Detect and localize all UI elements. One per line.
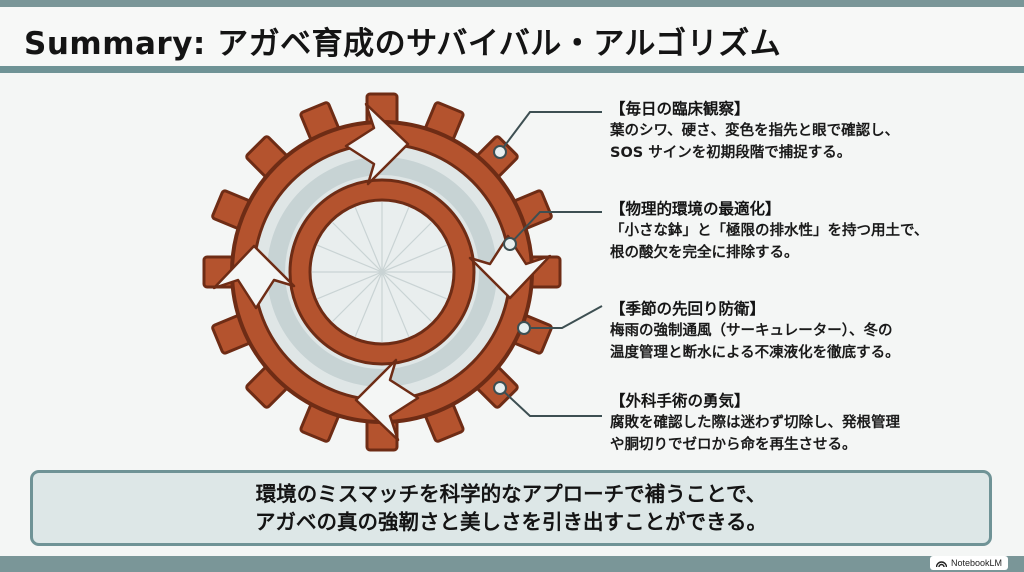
item-heading: 【外科手術の勇気】 — [610, 392, 750, 410]
notebooklm-badge: NotebookLM — [930, 556, 1009, 570]
arrow-head-left — [212, 244, 296, 310]
hub-spoke — [317, 244, 447, 300]
item-text-line: 腐敗を確認した際は迷わず切除し、発根管理 — [610, 415, 900, 431]
arrow-head-bottom — [354, 358, 420, 442]
connector-4 — [499, 387, 602, 417]
cycle-arc-4 — [267, 157, 383, 273]
item-heading: 【季節の先回り防衛】 — [610, 300, 766, 318]
item-text-line: 葉のシワ、硬さ、変色を指先と眼で確認し、 — [610, 123, 900, 139]
notebook-icon — [936, 560, 947, 567]
arrow-head-right — [468, 234, 552, 300]
connector-dot-1 — [493, 145, 507, 159]
connector-3 — [524, 305, 603, 329]
connector-1 — [499, 111, 602, 153]
connector-2 — [509, 211, 602, 245]
top-band — [0, 0, 1024, 7]
cycle-arc-2 — [381, 271, 497, 387]
item-text-line: 根の酸欠を完全に排除する。 — [610, 245, 799, 261]
item-daily-observation: 【毎日の臨床観察】 葉のシワ、硬さ、変色を指先と眼で確認し、 SOS サインを初… — [610, 98, 1010, 164]
title-rule — [0, 66, 1024, 73]
arrow-heads — [212, 102, 552, 442]
item-seasonal-defense: 【季節の先回り防衛】 梅雨の強制通風（サーキュレーター）、冬の 温度管理と断水に… — [610, 298, 1010, 364]
cycle-gear-illustration — [196, 86, 568, 458]
item-text-line: 温度管理と断水による不凍液化を徹底する。 — [610, 345, 900, 361]
connector-dot-3 — [517, 321, 531, 335]
item-text-line: SOS サインを初期段階で捕捉する。 — [610, 145, 852, 161]
item-text-line: 「小さな鉢」と「極限の排水性」を持つ用土で、 — [610, 223, 929, 239]
conclusion-panel: 環境のミスマッチを科学的なアプローチで補うことで、 アガベの真の強靭さと美しさを… — [30, 470, 992, 546]
item-text-line: 梅雨の強制通風（サーキュレーター）、冬の — [610, 323, 893, 339]
title-bar: Summary: アガベ育成のサバイバル・アルゴリズム — [0, 7, 1024, 67]
conclusion-line-1: 環境のミスマッチを科学的なアプローチで補うことで、 — [255, 482, 767, 506]
item-heading: 【毎日の臨床観察】 — [610, 100, 750, 118]
arrow-head-top — [344, 102, 410, 186]
item-heading: 【物理的環境の最適化】 — [610, 200, 781, 218]
connector-lines — [493, 111, 603, 417]
connector-dot-2 — [503, 237, 517, 251]
page-title: Summary: アガベ育成のサバイバル・アルゴリズム — [24, 26, 782, 62]
item-environment-optimization: 【物理的環境の最適化】 「小さな鉢」と「極限の排水性」を持つ用土で、 根の酸欠を… — [610, 198, 1010, 264]
hub-spokes — [312, 202, 452, 342]
gear-icon — [202, 92, 562, 452]
cycle-arc-3 — [267, 271, 383, 387]
connector-dot-4 — [493, 381, 507, 395]
item-text-line: や胴切りでゼロから命を再生させる。 — [610, 437, 857, 453]
badge-label: NotebookLM — [951, 558, 1003, 568]
cycle-arrows-icon — [267, 157, 497, 387]
conclusion-line-2: アガベの真の強靭さと美しさを引き出すことができる。 — [254, 510, 768, 534]
item-surgical-courage: 【外科手術の勇気】 腐敗を確認した際は迷わず切除し、発根管理 や胴切りでゼロから… — [610, 390, 1010, 456]
bottom-band — [0, 556, 1024, 572]
cycle-arc-1 — [381, 157, 497, 273]
